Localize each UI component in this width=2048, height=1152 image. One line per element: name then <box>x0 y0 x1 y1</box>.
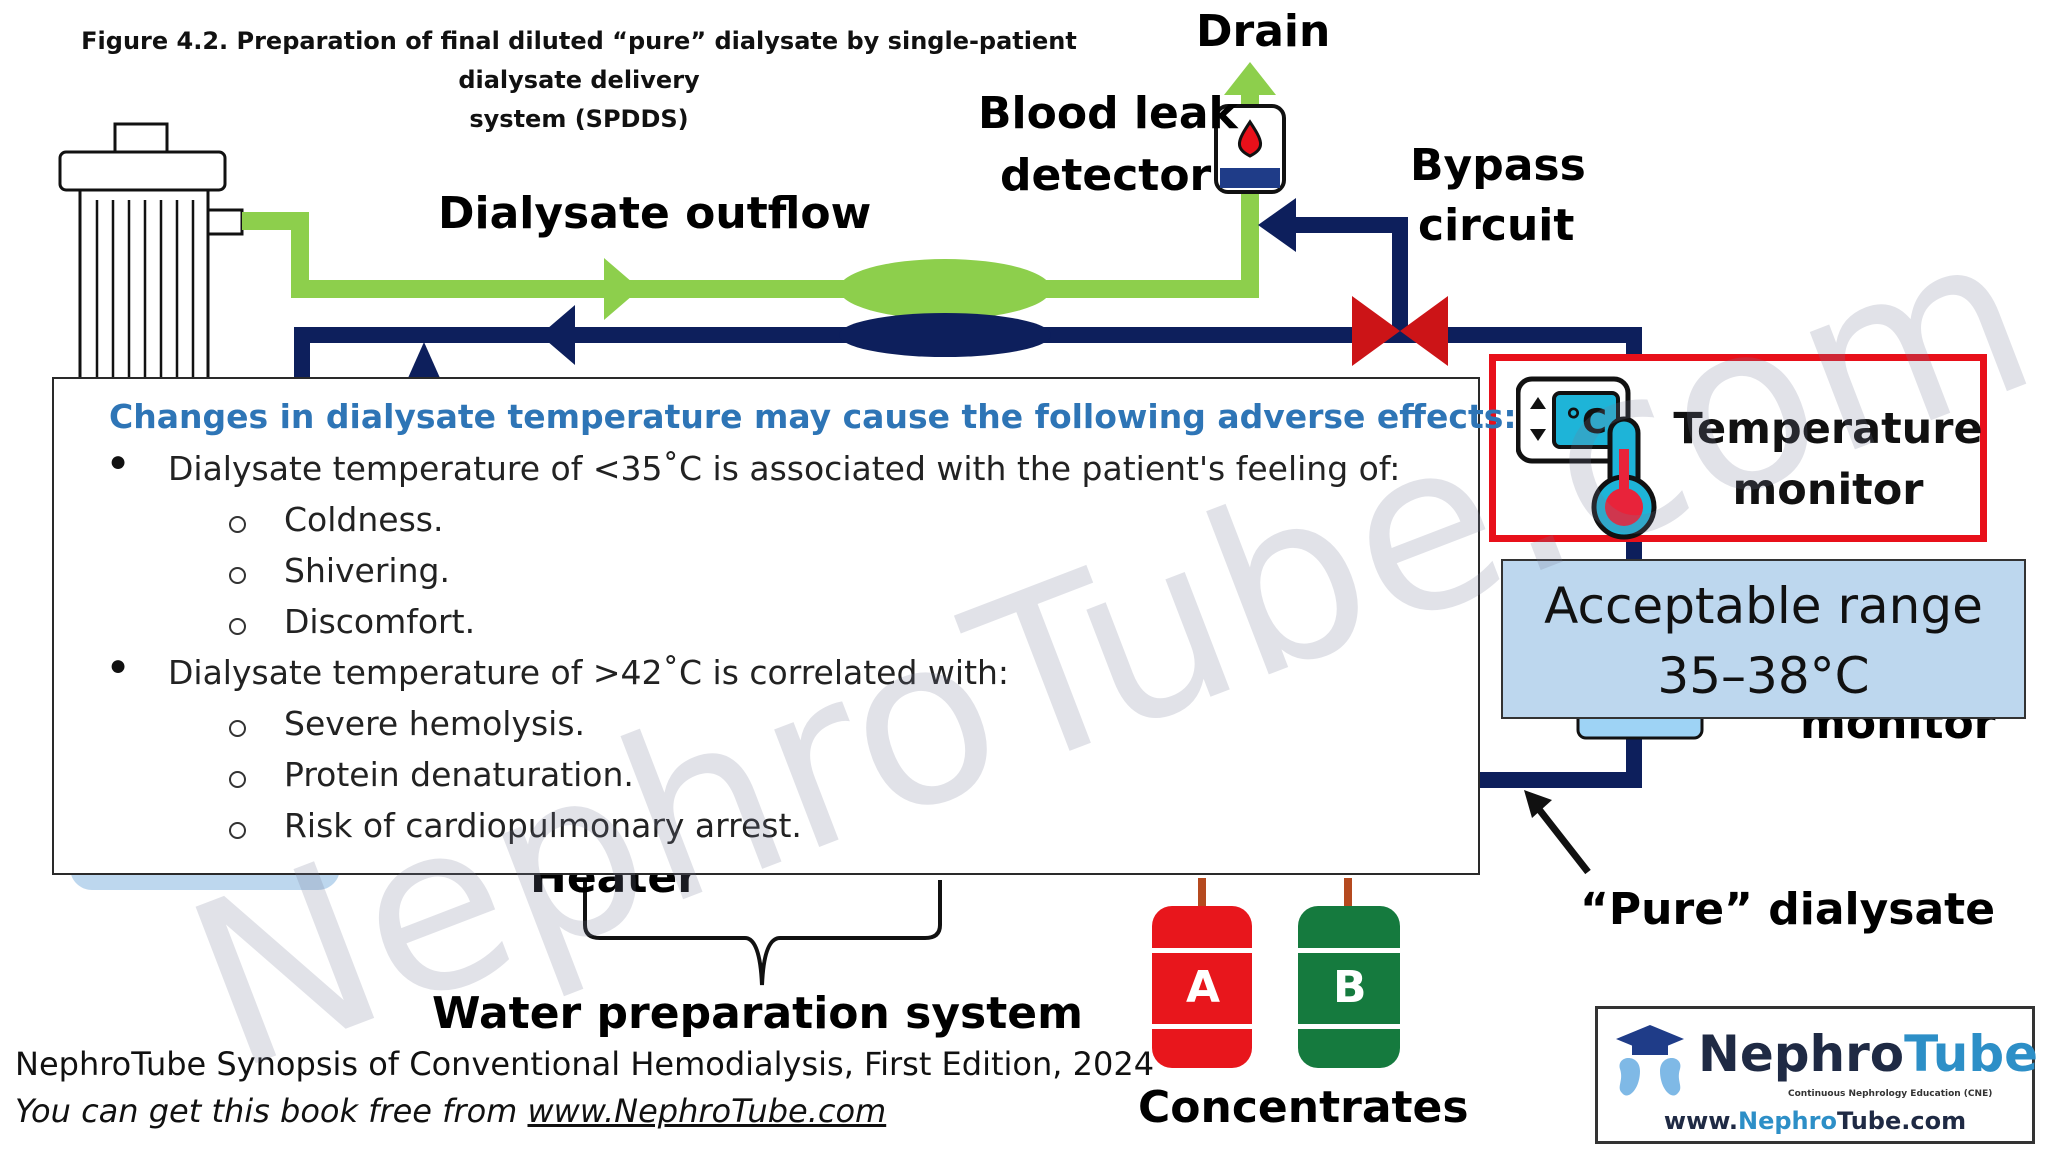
caption-line-2: system (SPDDS) <box>469 105 689 133</box>
dialysate-outflow-line <box>242 78 1259 298</box>
concentrate-b-label: B <box>1333 962 1367 1013</box>
dialysate-inflow-line <box>294 217 1642 788</box>
water-preparation-brace <box>583 880 942 986</box>
sub-item-coldness: Coldness. <box>284 500 444 539</box>
temperature-unit-text: °C <box>1565 402 1607 442</box>
sub-bullet-circle <box>229 822 246 839</box>
bypass-arrow <box>1258 198 1296 252</box>
sub-bullet-circle <box>229 516 246 533</box>
heat-exchanger-top <box>839 259 1051 319</box>
logo-url-part-4: .com <box>1901 1107 1967 1135</box>
water-preparation-label: Water preparation system <box>432 988 1083 1039</box>
concentrate-b-bottle <box>1298 878 1400 1068</box>
temperature-monitor-line-2: monitor <box>1732 465 1924 515</box>
heat-exchanger-bottom <box>839 313 1051 357</box>
figure-caption: Figure 4.2. Preparation of final diluted… <box>24 22 1134 139</box>
logo-name-part-1: Nephro <box>1698 1025 1905 1083</box>
dialysate-outflow-label: Dialysate outflow <box>438 188 872 239</box>
availability-text: You can get this book free from <box>15 1092 528 1130</box>
blood-leak-detector-icon <box>1214 104 1286 194</box>
inflow-up-arrow <box>408 342 440 378</box>
sub-item-discomfort: Discomfort. <box>284 602 476 641</box>
logo-url-part-3: Tube <box>1836 1107 1902 1135</box>
inflow-arrow <box>540 305 575 365</box>
logo-url-part-2: Nephro <box>1738 1107 1837 1135</box>
temperature-monitor-line-1: Temperature <box>1673 404 1983 454</box>
sub-bullet-circle <box>229 720 246 737</box>
kidney-graduation-cap-icon <box>1616 1025 1684 1096</box>
acceptable-range-line-1: Acceptable range <box>1544 577 1983 635</box>
logo-url: www.NephroTube.com <box>1598 1107 2032 1135</box>
dialyzer <box>58 122 244 382</box>
acceptable-range-line-2: 35–38°C <box>1657 647 1870 705</box>
bypass-valve-right <box>1400 296 1448 366</box>
logo-url-part-1: www. <box>1663 1107 1739 1135</box>
nephrotube-logo: NephroTube Continuous Nephrology Educati… <box>1595 1006 2038 1144</box>
temperature-monitor-label: Temperature monitor <box>1668 399 1988 521</box>
sub-item-protein: Protein denaturation. <box>284 755 634 794</box>
temperature-monitor-box: °C Temperature monitor <box>1489 354 1987 542</box>
dialyzer-cap <box>58 150 227 192</box>
bypass-valve <box>1352 296 1448 366</box>
sub-item-cardiopulmonary: Risk of cardiopulmonary arrest. <box>284 806 802 845</box>
bullet-dot-2: ● <box>109 649 128 682</box>
concentrates-label: Concentrates <box>1138 1082 1469 1133</box>
pure-dialysate-label: “Pure” dialysate <box>1580 884 1996 935</box>
drain-arrowhead <box>1224 62 1276 95</box>
sub-bullet-circle <box>229 618 246 635</box>
logo-tagline: Continuous Nephrology Education (CNE) <box>1788 1089 1993 1099</box>
logo-name-part-2: Tube <box>1904 1025 2039 1083</box>
caption-line-1: Figure 4.2. Preparation of final diluted… <box>81 27 1077 94</box>
pure-dialysate-pointer <box>1524 790 1591 875</box>
bypass-label-1: Bypass <box>1410 140 1586 191</box>
dialyzer-fibers <box>95 200 195 380</box>
book-availability: You can get this book free from www.Neph… <box>15 1092 886 1130</box>
outflow-arrow <box>604 258 640 320</box>
bypass-valve-left <box>1352 296 1400 366</box>
concentrate-a-bottle <box>1152 878 1252 1068</box>
book-citation: NephroTube Synopsis of Conventional Hemo… <box>15 1045 1155 1083</box>
dialyzer-port <box>206 208 244 236</box>
adverse-effects-popup: Changes in dialysate temperature may cau… <box>52 377 1517 875</box>
logo-name: NephroTube <box>1698 1025 2038 1083</box>
acceptable-range-box: Acceptable range 35–38°C <box>1501 559 2026 719</box>
bullet-2-text: Dialysate temperature of >42˚C is correl… <box>168 653 1010 692</box>
sub-bullet-circle <box>229 567 246 584</box>
popup-title: Changes in dialysate temperature may cau… <box>109 397 1517 436</box>
blood-leak-label-2: detector <box>1000 150 1212 201</box>
sub-item-shivering: Shivering. <box>284 551 450 590</box>
bullet-1-text: Dialysate temperature of <35˚C is associ… <box>168 449 1401 488</box>
blood-leak-label-1: Blood leak <box>978 88 1238 139</box>
sub-bullet-circle <box>229 771 246 788</box>
nephrotube-link[interactable]: www.NephroTube.com <box>527 1092 887 1130</box>
bullet-dot-1: ● <box>109 445 128 478</box>
sub-item-hemolysis: Severe hemolysis. <box>284 704 586 743</box>
bypass-label-2: circuit <box>1418 200 1575 251</box>
temperature-monitor-icon: °C <box>1516 376 1657 540</box>
drain-label: Drain <box>1196 6 1331 57</box>
concentrate-a-label: A <box>1186 962 1221 1013</box>
